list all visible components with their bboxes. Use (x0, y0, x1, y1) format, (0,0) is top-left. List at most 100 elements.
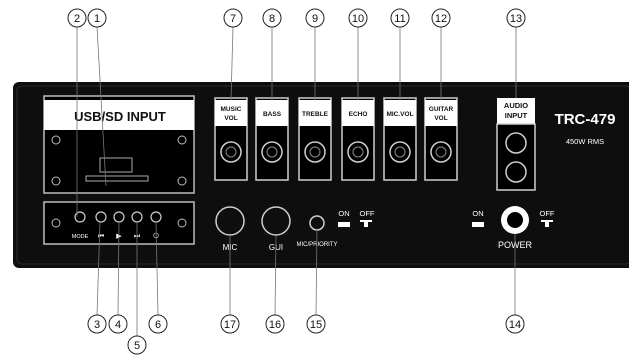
callout-circle (67, 8, 87, 28)
callout-number: 11 (394, 13, 405, 25)
callout-number: 7 (230, 13, 236, 25)
knob-label-plate (215, 100, 247, 126)
callout-leader-line (155, 221, 159, 316)
knob-dial[interactable] (430, 141, 452, 163)
knob-label-plate (256, 100, 288, 126)
power-on-label: ON (472, 209, 483, 218)
mode-button-1[interactable] (74, 211, 86, 223)
callout-number: 2 (74, 13, 80, 25)
mode-button-2[interactable] (95, 211, 107, 223)
callout-number: 10 (352, 13, 364, 25)
callout-circle (306, 314, 326, 334)
knob-dial[interactable] (220, 141, 242, 163)
screw-icon (177, 218, 187, 228)
callout-circle (108, 314, 128, 334)
mode-button-label: ▶ (116, 233, 122, 240)
switch-on-label: ON (338, 209, 349, 218)
knob-dial-center (394, 146, 406, 158)
callout-leader-line (96, 221, 101, 316)
callout-circle (220, 314, 240, 334)
power-off-label: OFF (540, 209, 555, 218)
model-name: TRC-479 (555, 111, 616, 128)
screw-icon (51, 218, 61, 228)
callout-circle (127, 335, 147, 355)
callout-circle (348, 8, 368, 28)
screw-icon (177, 176, 187, 186)
knob-label-plate (384, 100, 416, 126)
callout-number: 6 (155, 319, 161, 331)
callout-circle (148, 314, 168, 334)
knob-dial[interactable] (389, 141, 411, 163)
callout-number: 8 (269, 13, 275, 25)
callout-number: 17 (224, 319, 236, 331)
callout-leader-line (230, 26, 234, 101)
callout-leader-line (96, 26, 107, 187)
callout-circle (506, 8, 526, 28)
knob-dial-center (435, 146, 447, 158)
callout-number: 12 (435, 13, 447, 25)
callout-circle (87, 314, 107, 334)
knob-label: BASS (263, 111, 282, 118)
audio-input-label-plate (497, 98, 535, 124)
callout-number: 9 (312, 13, 318, 25)
knob-dial-center (266, 146, 278, 158)
knob-label-plate (299, 100, 331, 126)
knob-label-line1: GUITAR (429, 106, 454, 113)
callout-number: 5 (134, 340, 140, 352)
knob-label: ECHO (349, 111, 368, 118)
knob-group: MUSIC VOL BASS TREBLE ECHO MIC.VOL GUITAR VOL (214, 97, 458, 181)
callout-number: 1 (94, 13, 100, 25)
callout-circle (262, 8, 282, 28)
callout-leader-line (274, 234, 277, 316)
switch-off-label: OFF (360, 209, 375, 218)
switch-on-icon[interactable] (338, 222, 350, 227)
switch-off-icon[interactable] (360, 220, 372, 227)
knob-label: MIC.VOL (386, 111, 413, 118)
callout-number: 13 (510, 13, 522, 25)
knob-label: TREBLE (302, 111, 329, 118)
knob-dial[interactable] (347, 141, 369, 163)
usb-sd-title: USB/SD INPUT (74, 109, 166, 124)
knob-dial-center (309, 146, 321, 158)
callout-circle (305, 8, 325, 28)
callout-number: 14 (509, 319, 521, 331)
screw-icon (51, 176, 61, 186)
callout-circle (87, 8, 107, 28)
knob-dial[interactable] (304, 141, 326, 163)
callout-number: 3 (94, 319, 100, 331)
callout-number: 15 (310, 319, 322, 331)
callout-circle (390, 8, 410, 28)
callout-circle (223, 8, 243, 28)
mode-button-label: MODE (72, 234, 89, 240)
callout-leader-line (117, 221, 120, 316)
usb-slot[interactable] (99, 157, 133, 173)
audio-input-jack-left[interactable] (505, 132, 527, 154)
knob-label-line1: MUSIC (221, 106, 242, 113)
power-on-icon (472, 222, 484, 227)
audio-input-jack-right[interactable] (505, 161, 527, 183)
callout-number: 16 (269, 319, 281, 331)
screw-icon (177, 135, 187, 145)
knob-label-plate (342, 100, 374, 126)
mode-button-label: ⏮ (98, 233, 104, 240)
screw-icon (51, 135, 61, 145)
knob-label-line2: VOL (224, 115, 237, 122)
callout-circle (431, 8, 451, 28)
callout-circle (505, 314, 525, 334)
power-knob-inner[interactable] (507, 212, 523, 228)
knob-dial-center (352, 146, 364, 158)
sd-slot[interactable] (85, 175, 149, 182)
power-off-icon (541, 220, 553, 227)
panel-edge (16, 85, 629, 265)
knob-label-plate (425, 100, 457, 126)
callout-number: 4 (115, 319, 121, 331)
power-rating: 450W RMS (566, 137, 604, 146)
knob-label-line2: VOL (434, 115, 447, 122)
knob-dial[interactable] (261, 141, 283, 163)
usb-sd-label-plate (44, 100, 194, 130)
callout-circle (265, 314, 285, 334)
audio-input-frame (496, 123, 536, 191)
audio-input-label-line2: INPUT (505, 111, 528, 120)
